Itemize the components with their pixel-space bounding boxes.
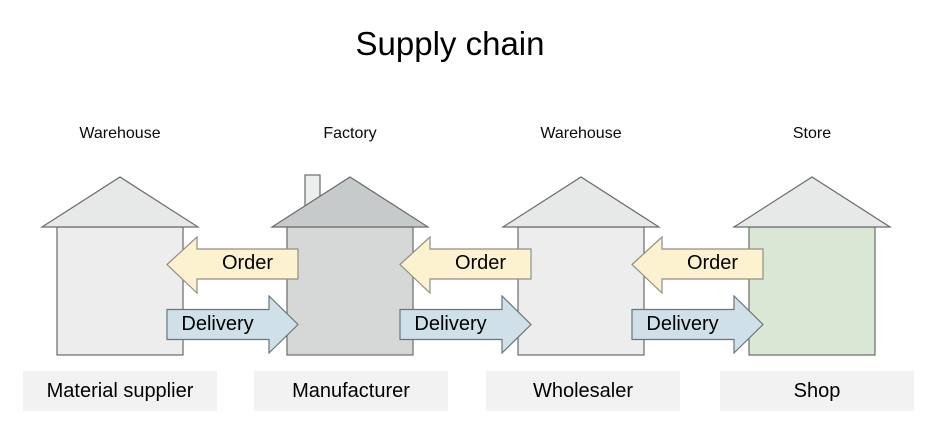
role-label-box: Shop [720,371,914,411]
building-roof [40,176,200,228]
role-label-box: Manufacturer [254,371,448,411]
building-roof [270,176,430,228]
delivery-arrow-label: Delivery [414,313,487,335]
building-roof [732,176,892,228]
delivery-arrow-icon [399,295,532,355]
factory-house-icon [270,174,430,356]
role-label-box: Wholesaler [486,371,680,411]
order-arrow-icon [631,236,764,294]
delivery-arrow-icon [166,295,299,355]
building-label: Factory [323,125,377,142]
building-roof [501,176,661,228]
warehouse-house-icon [501,176,661,356]
building-label: Warehouse [540,125,622,142]
order-arrow-label: Order [221,252,274,274]
building-label: Store [792,125,832,142]
building-body [56,226,184,356]
warehouse-house-icon [40,176,200,356]
building-body [286,226,414,356]
order-arrow-label: Order [686,252,739,274]
delivery-arrow-label: Delivery [646,313,719,335]
store-house-icon [732,176,892,356]
delivery-arrow-icon [631,295,764,355]
order-arrow-label: Order [454,252,507,274]
building-body [517,226,645,356]
order-arrow-icon [399,236,532,294]
building-body [748,226,876,356]
order-arrow-icon [166,236,299,294]
delivery-arrow-label: Delivery [181,313,254,335]
building-label: Warehouse [79,125,161,142]
role-label-box: Material supplier [23,371,217,411]
diagram-title: Supply chain [355,25,545,62]
